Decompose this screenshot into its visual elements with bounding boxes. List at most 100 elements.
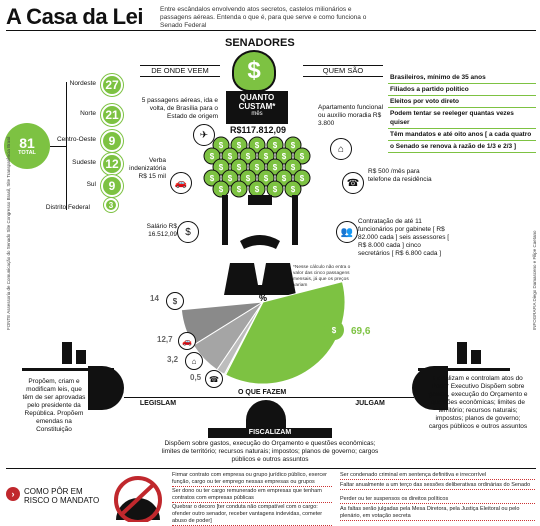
risk-title: COMO PÔR EM RISCO O MANDATO bbox=[24, 487, 100, 505]
total-circle: 81 TOTAL bbox=[4, 123, 50, 169]
coin-icon bbox=[212, 158, 230, 176]
coin-icon bbox=[284, 136, 302, 154]
phone-icon: ☎ bbox=[342, 172, 364, 194]
who-item: o Senado se renova à razão de 1/3 e 2/3 … bbox=[388, 141, 536, 153]
risk-item-right: Ser condenado criminal em sentença defin… bbox=[340, 472, 535, 480]
region-count: 27 bbox=[101, 74, 123, 96]
coin-symbol: $ bbox=[300, 152, 305, 161]
who-item: Brasileiros, mínimo de 35 anos bbox=[388, 72, 536, 84]
cost-housing: Apartamento funcional ou auxílio moradia… bbox=[318, 104, 384, 127]
staff-icon: 👥 bbox=[336, 221, 358, 243]
region-name: Sudeste bbox=[72, 159, 96, 166]
coin-symbol: $ bbox=[291, 141, 296, 150]
pie-staff-icon: $ bbox=[166, 292, 184, 310]
cost-flights: 5 passagens aéreas, ida e volta, de Bras… bbox=[141, 97, 218, 120]
coin-icon bbox=[239, 169, 257, 187]
risk-item-left: Ser dono ou ter cargo remunerado em empr… bbox=[172, 488, 332, 503]
coin-symbol: $ bbox=[282, 174, 287, 183]
coin-icon bbox=[266, 136, 284, 154]
coin-icon bbox=[284, 158, 302, 176]
senator-eyes bbox=[248, 195, 272, 205]
cost-footnote: *Nesse cálculo não entra o valor das cin… bbox=[293, 265, 351, 288]
right-dome-icon bbox=[412, 366, 448, 410]
coin-icon bbox=[230, 180, 248, 198]
judge-label: JULGAM bbox=[355, 400, 385, 407]
coin-symbol: $ bbox=[219, 141, 224, 150]
pie-label-phone: 0,5 bbox=[190, 373, 202, 382]
coin-icon bbox=[275, 147, 293, 165]
coin-symbol: $ bbox=[273, 163, 278, 172]
coin-symbol: $ bbox=[273, 185, 278, 194]
senator-collar bbox=[254, 263, 266, 285]
center-dome-icon bbox=[246, 400, 286, 428]
coin-icon bbox=[266, 180, 284, 198]
function-axis bbox=[124, 397, 414, 398]
cost-phone: R$ 500 /mês para telefone da residência bbox=[368, 168, 432, 183]
pie-label-allowance: 12,7 bbox=[157, 335, 173, 344]
coin-symbol: $ bbox=[228, 152, 233, 161]
pie-label-staff: 14 bbox=[150, 294, 159, 303]
coin-symbol: $ bbox=[210, 152, 215, 161]
who-list: Brasileiros, mínimo de 35 anos Filiados … bbox=[388, 72, 536, 153]
coin-icon bbox=[212, 180, 230, 198]
page-title: A Casa da Lei bbox=[6, 4, 143, 29]
region-bracket bbox=[66, 82, 67, 210]
section-title: SENADORES bbox=[225, 37, 295, 49]
banner-origin: DE ONDE VEEM bbox=[140, 65, 220, 77]
cost-pie-chart: % bbox=[180, 280, 346, 385]
arrow-right-icon: › bbox=[6, 487, 20, 501]
region-count: 3 bbox=[104, 198, 118, 212]
house-icon: ⌂ bbox=[330, 138, 352, 160]
coin-symbol: $ bbox=[228, 174, 233, 183]
coin-symbol: $ bbox=[210, 174, 215, 183]
coin-symbol: $ bbox=[219, 163, 224, 172]
risk-divider bbox=[6, 468, 536, 469]
coin-symbol: $ bbox=[291, 163, 296, 172]
who-item: Têm mandatos e até oito anos [ a cada qu… bbox=[388, 129, 536, 141]
functions-center-label: O QUE FAZEM bbox=[236, 389, 289, 396]
pie-label-housing: 3,2 bbox=[167, 355, 179, 364]
coin-icon bbox=[230, 158, 248, 176]
risk-item-right: Faltar anualmente a um terço das sessões… bbox=[340, 482, 535, 490]
coin-icon bbox=[275, 169, 293, 187]
left-dome-icon bbox=[88, 366, 124, 410]
coin-symbol: $ bbox=[273, 141, 278, 150]
cost-total: R$117.812,09 bbox=[230, 125, 287, 135]
oversee-label: FISCALIZAM bbox=[208, 428, 332, 438]
money-bag-icon: $ bbox=[232, 50, 276, 92]
coin-icon bbox=[230, 136, 248, 154]
banner-who: QUEM SÃO bbox=[303, 65, 383, 77]
coin-symbol: $ bbox=[255, 163, 260, 172]
coin-icon bbox=[257, 169, 275, 187]
coin-hair: $$$$$$$$$$$$$$$$$$$$$$$$$$$ bbox=[203, 136, 311, 198]
cost-salary: Salário R$ 16.512,09 bbox=[146, 223, 177, 238]
car-icon: 🚗 bbox=[170, 172, 192, 194]
prohibited-sign-icon bbox=[114, 476, 162, 522]
coin-symbol: $ bbox=[246, 152, 251, 161]
left-shelf bbox=[22, 368, 114, 371]
region-name: Distrito Federal bbox=[45, 204, 90, 211]
total-label: TOTAL bbox=[18, 150, 36, 156]
coin-symbol: $ bbox=[237, 163, 242, 172]
legislate-description: Propõem, criam e modificam leis, que têm… bbox=[22, 378, 86, 433]
coin-symbol: $ bbox=[264, 174, 269, 183]
coin-symbol: $ bbox=[237, 141, 242, 150]
total-number: 81 bbox=[19, 135, 35, 151]
risk-item-right: As faltas serão julgadas pela Mesa Diret… bbox=[340, 506, 535, 521]
money-icon: $ bbox=[177, 221, 199, 243]
region-count: 9 bbox=[101, 130, 123, 152]
source-credit: FONTE Assessoria de Comunicação do Senad… bbox=[6, 136, 11, 330]
coin-icon bbox=[248, 158, 266, 176]
page-subtitle: Entre escândalos envolvendo atos secreto… bbox=[160, 6, 367, 29]
airplane-icon: ✈ bbox=[193, 124, 215, 146]
coin-icon bbox=[293, 147, 311, 165]
coin-icon bbox=[221, 169, 239, 187]
coin-icon bbox=[239, 147, 257, 165]
legislate-label: LEGISLAM bbox=[139, 400, 177, 407]
cost-box: QUANTO CUSTAM* mês bbox=[226, 91, 288, 124]
senator-ear-left bbox=[222, 195, 228, 245]
columns-icon-left bbox=[62, 342, 86, 364]
pie-salary-icon: $ bbox=[324, 320, 344, 340]
oversee-description: Dispõem sobre gastos, execução do Orçame… bbox=[161, 440, 379, 463]
coin-symbol: $ bbox=[219, 185, 224, 194]
